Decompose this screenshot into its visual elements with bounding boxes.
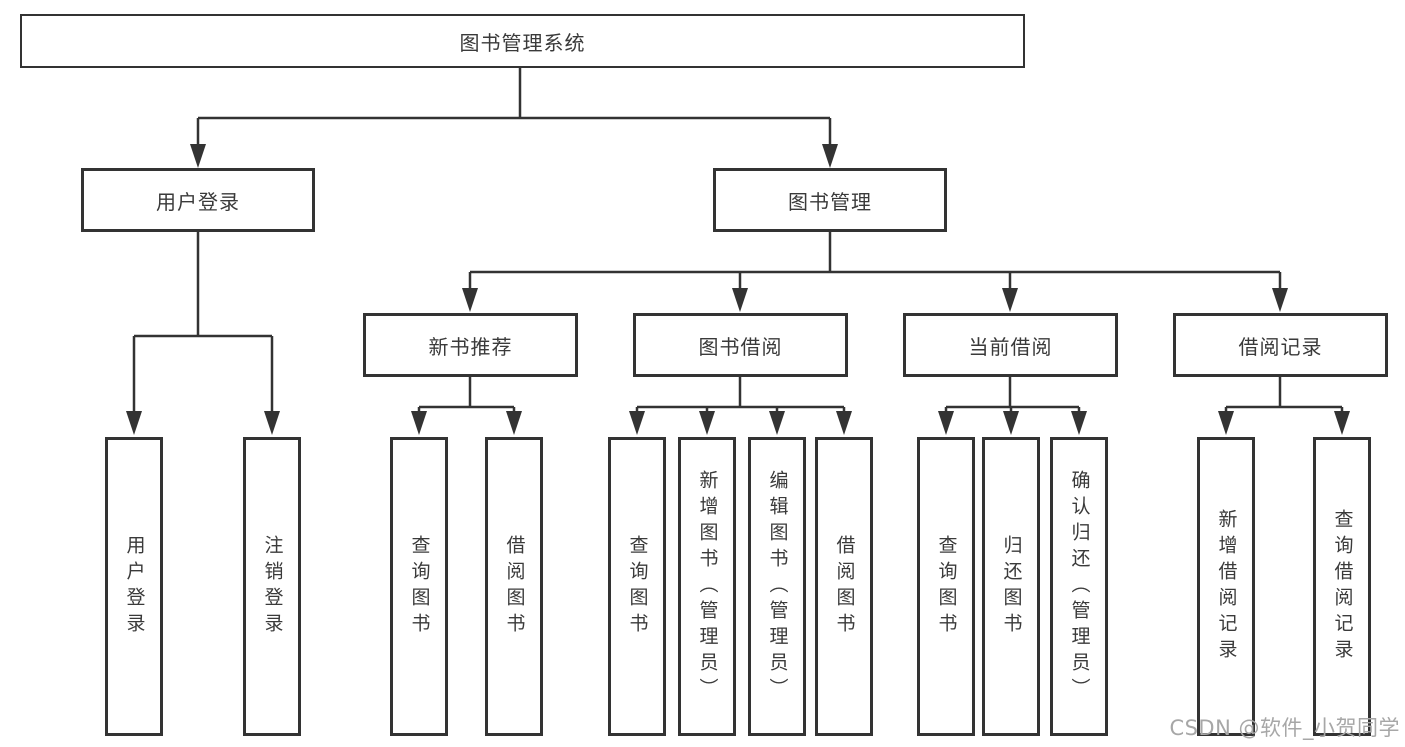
leaf-query-book-borrow: 查询图书: [608, 437, 666, 736]
leaf-query-book-current: 查询图书: [917, 437, 975, 736]
leaf-add-book-admin: 新增图书（管理员）: [678, 437, 736, 736]
node-root-label: 图书管理系统: [459, 30, 586, 55]
leaf-query-book-current-label: 查询图书: [935, 534, 958, 639]
leaf-query-book-recommend: 查询图书: [390, 437, 448, 736]
leaf-logout-label: 注销登录: [261, 534, 284, 639]
node-borrow-record: 借阅记录: [1173, 313, 1388, 377]
connector-user-login-children: [126, 232, 280, 435]
connector-current-borrow-children: [938, 377, 1087, 435]
leaf-borrow-book-recommend: 借阅图书: [485, 437, 543, 736]
node-borrow-record-label: 借阅记录: [1238, 334, 1323, 359]
leaf-add-borrow-record-label: 新增借阅记录: [1215, 508, 1238, 665]
node-user-login: 用户登录: [81, 168, 315, 232]
leaf-query-book-borrow-label: 查询图书: [626, 534, 649, 639]
connector-new-book-children: [411, 377, 522, 435]
leaf-query-borrow-record: 查询借阅记录: [1313, 437, 1371, 736]
leaf-add-borrow-record: 新增借阅记录: [1197, 437, 1255, 736]
node-root: 图书管理系统: [20, 14, 1025, 68]
node-user-login-label: 用户登录: [156, 189, 240, 214]
node-new-book-recommend: 新书推荐: [363, 313, 578, 377]
node-current-borrow-label: 当前借阅: [968, 334, 1053, 359]
connector-book-borrow-children: [629, 377, 852, 435]
leaf-logout: 注销登录: [243, 437, 301, 736]
leaf-return-book-label: 归还图书: [1000, 534, 1023, 639]
connector-root-to-level2: [190, 68, 838, 168]
leaf-add-book-admin-label: 新增图书（管理员）: [696, 469, 719, 704]
csdn-watermark: CSDN @软件_小贺同学: [1169, 716, 1400, 740]
node-book-borrow-label: 图书借阅: [698, 334, 783, 359]
leaf-query-borrow-record-label: 查询借阅记录: [1331, 508, 1354, 665]
connector-book-management-children: [462, 232, 1288, 312]
node-book-management-label: 图书管理: [788, 189, 872, 214]
leaf-edit-book-admin: 编辑图书（管理员）: [748, 437, 806, 736]
leaf-query-book-recommend-label: 查询图书: [408, 534, 431, 639]
leaf-edit-book-admin-label: 编辑图书（管理员）: [766, 469, 789, 704]
node-book-management: 图书管理: [713, 168, 947, 232]
leaf-return-book: 归还图书: [982, 437, 1040, 736]
leaf-user-login-label: 用户登录: [123, 534, 146, 639]
node-new-book-recommend-label: 新书推荐: [428, 334, 513, 359]
leaf-borrow-book-recommend-label: 借阅图书: [503, 534, 526, 639]
leaf-user-login: 用户登录: [105, 437, 163, 736]
leaf-borrow-book-label: 借阅图书: [833, 534, 856, 639]
connector-borrow-record-children: [1218, 377, 1350, 435]
node-current-borrow: 当前借阅: [903, 313, 1118, 377]
leaf-confirm-return-admin: 确认归还（管理员）: [1050, 437, 1108, 736]
leaf-borrow-book: 借阅图书: [815, 437, 873, 736]
node-book-borrow: 图书借阅: [633, 313, 848, 377]
leaf-confirm-return-admin-label: 确认归还（管理员）: [1068, 469, 1091, 704]
